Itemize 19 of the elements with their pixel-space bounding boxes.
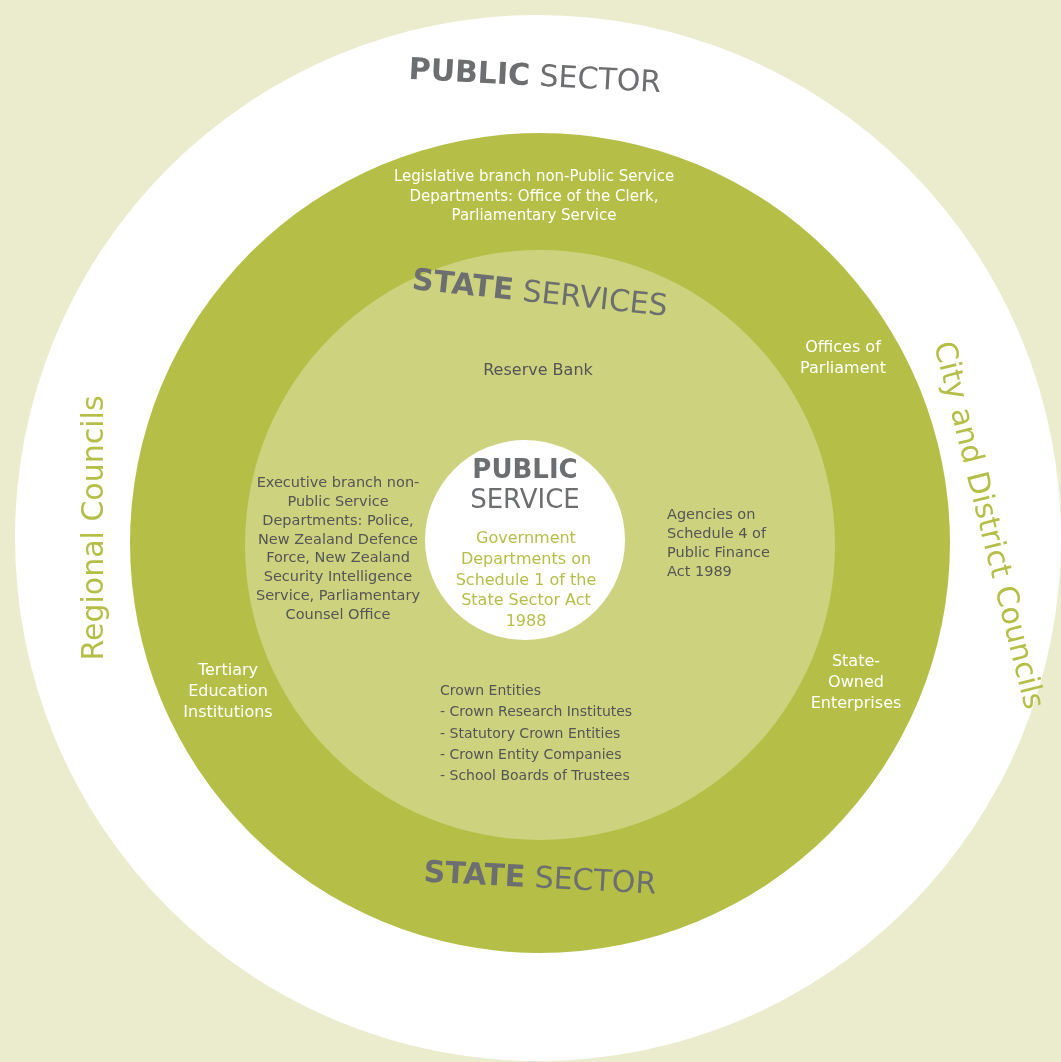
agency-text: Reserve Bank <box>482 359 594 381</box>
sector-title: PUBLIC SERVICE <box>469 455 581 515</box>
sector-title: STATE SERVICES <box>409 260 671 325</box>
agency-text: Offices of Parliament <box>799 337 887 379</box>
agency-text: Agencies on Schedule 4 of Public Finance Act 1989 <box>667 505 771 581</box>
agency-text: Tertiary Education Institutions <box>182 659 274 723</box>
list-item: - Crown Research Institutes <box>440 701 633 721</box>
list-item: - Statutory Crown Entities <box>440 723 621 743</box>
list-item: - School Boards of Trustees <box>440 765 630 785</box>
council-label: Regional Councils <box>73 394 111 663</box>
agency-text: Executive branch non-Public Service Departments: Police, New Zealand Defence Force, New Zealand Security Intelligence Service, Parliamentary Counsel Office <box>254 472 421 624</box>
agency-text: State-Owned Enterprises <box>809 650 903 714</box>
sector-title: PUBLIC SECTOR <box>406 49 664 102</box>
agency-text: Legislative branch non-Public Service Departments: Office of the Clerk, Parliamentary Service <box>392 166 676 226</box>
council-label: City and District Councils <box>926 336 1054 715</box>
agency-text: Government Departments on Schedule 1 of the State Sector Act 1988 <box>454 528 598 632</box>
list-item: - Crown Entity Companies <box>440 744 622 764</box>
list-heading: Crown Entities <box>440 680 541 700</box>
sector-title: STATE SECTOR <box>421 852 659 903</box>
